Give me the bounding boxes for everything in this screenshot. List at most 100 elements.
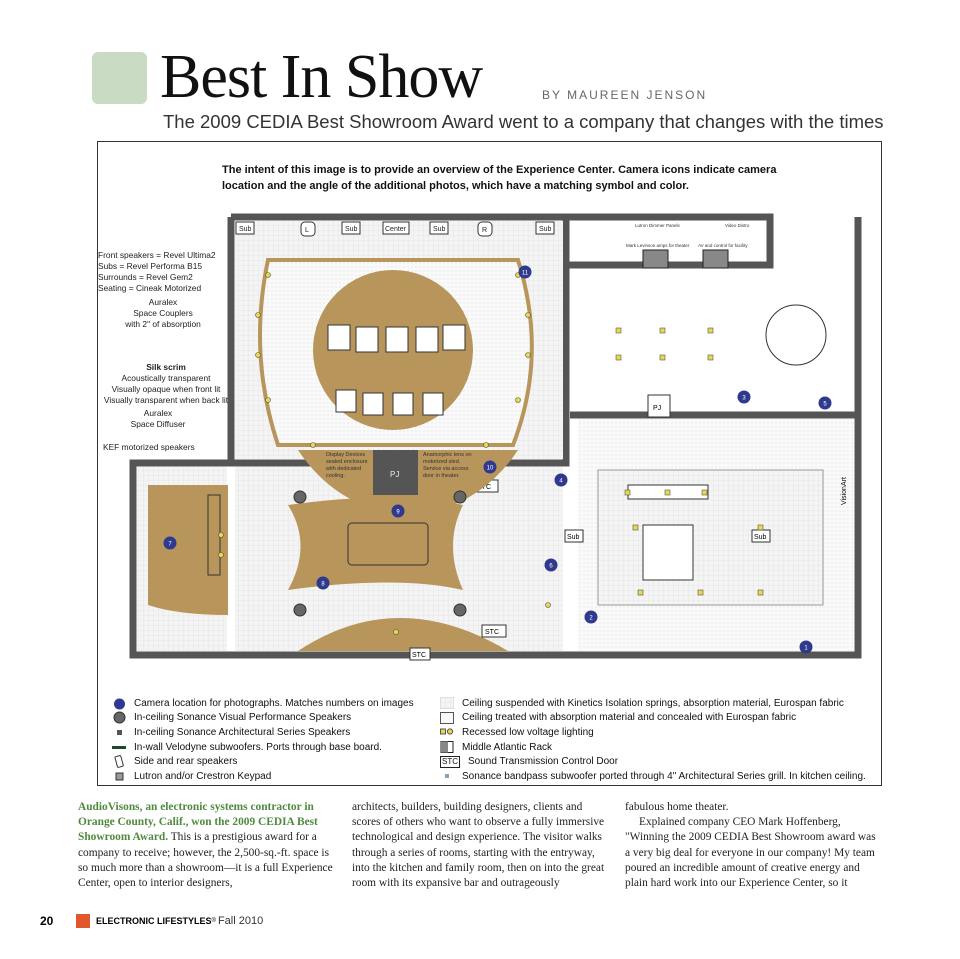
note-line: Space Diffuser — [130, 419, 186, 429]
article-title: Best In Show — [160, 43, 483, 111]
camera-number: 7 — [168, 542, 172, 548]
suspended-ceiling-icon — [440, 697, 454, 710]
svg-text:Service via access: Service via access — [423, 466, 469, 472]
svg-text:Mark Levinson amps for theater: Mark Levinson amps for theater — [626, 243, 690, 248]
legend-label: Ceiling treated with absorption material… — [462, 712, 797, 724]
note-line: Space Couplers — [133, 308, 193, 318]
theater-seating — [327, 324, 466, 416]
rack-labels: Lutron Dimmer Panels Video Distro Mark Le… — [626, 223, 750, 248]
camera-icon — [163, 536, 177, 550]
byline: BY MAUREEN JENSON — [542, 88, 708, 102]
camera-number: 1 — [804, 646, 808, 652]
sub-label: Sub — [754, 534, 767, 541]
legend-item: Sonance bandpass subwoofer ported throug… — [440, 769, 866, 784]
pool-table — [347, 522, 429, 566]
svg-text:cooling.: cooling. — [326, 473, 345, 479]
subtitle: The 2009 CEDIA Best Showroom Award went … — [163, 111, 884, 132]
camera-icon — [737, 390, 751, 404]
legend-label: In-ceiling Sonance Visual Performance Sp… — [134, 712, 352, 724]
sub-label: Sub — [567, 534, 580, 541]
camera-icon — [584, 610, 598, 624]
legend-item: In-ceiling Sonance Visual Performance Sp… — [112, 711, 414, 726]
spec-line: Surrounds = Revel Gem2 — [98, 272, 193, 282]
ceiling-speaker-icon — [112, 711, 126, 724]
body-text: This is a prestigious award for a compan… — [78, 831, 333, 890]
note-line: Auralex — [148, 297, 178, 307]
legend-item: Ceiling treated with absorption material… — [440, 711, 866, 726]
camera-number: 6 — [549, 564, 553, 570]
auralex-diffuser-note: Auralex Space Diffuser — [98, 408, 218, 430]
lighting-icon — [440, 726, 454, 738]
svg-text:sealed enclosure: sealed enclosure — [326, 459, 368, 465]
floor-plan: Sub L Sub Center Sub R Sub STC STC STC P… — [129, 213, 862, 661]
stc-label: STC — [485, 629, 499, 636]
legend-label: In-wall Velodyne subwoofers. Ports throu… — [134, 741, 382, 753]
stc-door-icon: STC — [440, 755, 460, 768]
keypad-icon — [112, 770, 126, 782]
legend-label: Sonance bandpass subwoofer ported throug… — [462, 770, 866, 782]
svg-text:motorized sled.: motorized sled. — [423, 459, 461, 465]
legend-item: STC Sound Transmission Control Door — [440, 754, 866, 769]
legend-label: Ceiling suspended with Kinetics Isolatio… — [462, 697, 844, 709]
note-line: Visually transparent when back lit — [103, 395, 229, 405]
side-speaker-icon — [112, 755, 126, 769]
svg-text:Anamorphic lens on: Anamorphic lens on — [423, 452, 472, 458]
legend-item: Middle Atlantic Rack — [440, 740, 866, 755]
stc-label: STC — [412, 652, 426, 659]
spec-line: Subs = Revel Performa B15 — [98, 261, 203, 271]
camera-icon — [799, 640, 813, 654]
legend-left: Camera location for photographs. Matches… — [112, 696, 414, 784]
coffee-table — [642, 524, 694, 581]
camera-icon — [112, 697, 126, 710]
issue-date: Fall 2010 — [217, 915, 264, 927]
legend-label: In-ceiling Sonance Architectural Series … — [134, 726, 351, 738]
body-text: fabulous home theater. — [625, 801, 729, 813]
front-speakers: Sub L Sub Center Sub R Sub — [235, 221, 555, 237]
camera-icon — [391, 504, 405, 518]
legend-item: Lutron and/or Crestron Keypad — [112, 769, 414, 784]
camera-number: 5 — [823, 402, 827, 408]
legend-label: Recessed low voltage lighting — [462, 726, 594, 738]
note-line: with 2" of absorption — [125, 319, 201, 329]
floor-plan-figure — [97, 141, 882, 786]
spec-line: Front speakers = Revel Ultima2 — [98, 250, 216, 260]
camera-icon — [483, 460, 497, 474]
svg-text:Sub: Sub — [539, 226, 552, 233]
legend-item: Camera location for photographs. Matches… — [112, 696, 414, 711]
title-accent-box — [92, 52, 147, 104]
camera-number: 8 — [321, 582, 325, 588]
kitchen-sub-icon — [440, 770, 454, 782]
svg-text:R: R — [482, 227, 487, 234]
body-column-2: architects, builders, building designers… — [352, 801, 605, 890]
svg-text:Sub: Sub — [239, 226, 252, 233]
camera-icon — [544, 558, 558, 572]
camera-icon — [818, 396, 832, 410]
bar-floor — [298, 618, 508, 651]
treated-ceiling-icon — [440, 711, 454, 724]
body-text: Explained company CEO Mark Hoffenberg, "… — [625, 816, 876, 890]
svg-text:AV and control for facility: AV and control for facility — [698, 243, 748, 248]
bar-counter — [207, 494, 221, 576]
svg-text:Video Distro: Video Distro — [725, 223, 750, 228]
svg-text:door in theater.: door in theater. — [423, 473, 460, 479]
note-line: Acoustically transparent — [121, 373, 211, 383]
legend-label: Middle Atlantic Rack — [462, 741, 553, 753]
projector-enclosure — [373, 450, 418, 495]
svg-text:Lutron Dimmer Panels: Lutron Dimmer Panels — [635, 223, 681, 228]
legend-label: Camera location for photographs. Matches… — [134, 697, 414, 709]
projector-label: PJ — [390, 470, 399, 479]
legend-label: Sound Transmission Control Door — [468, 756, 619, 768]
legend-right: Ceiling suspended with Kinetics Isolatio… — [440, 696, 866, 784]
legend-item: In-ceiling Sonance Architectural Series … — [112, 725, 414, 740]
camera-number: 3 — [742, 396, 746, 402]
legend-item: Side and rear speakers — [112, 754, 414, 769]
note-line: Auralex — [143, 408, 173, 418]
dining-table — [765, 304, 827, 366]
stc-label: STC — [477, 484, 491, 491]
spec-line: Seating = Cineak Motorized — [98, 283, 202, 293]
note-line: Visually opaque when front lit — [111, 384, 221, 394]
body-column-3: fabulous home theater. Explained company … — [625, 800, 880, 891]
note-title: Silk scrim — [146, 362, 186, 372]
